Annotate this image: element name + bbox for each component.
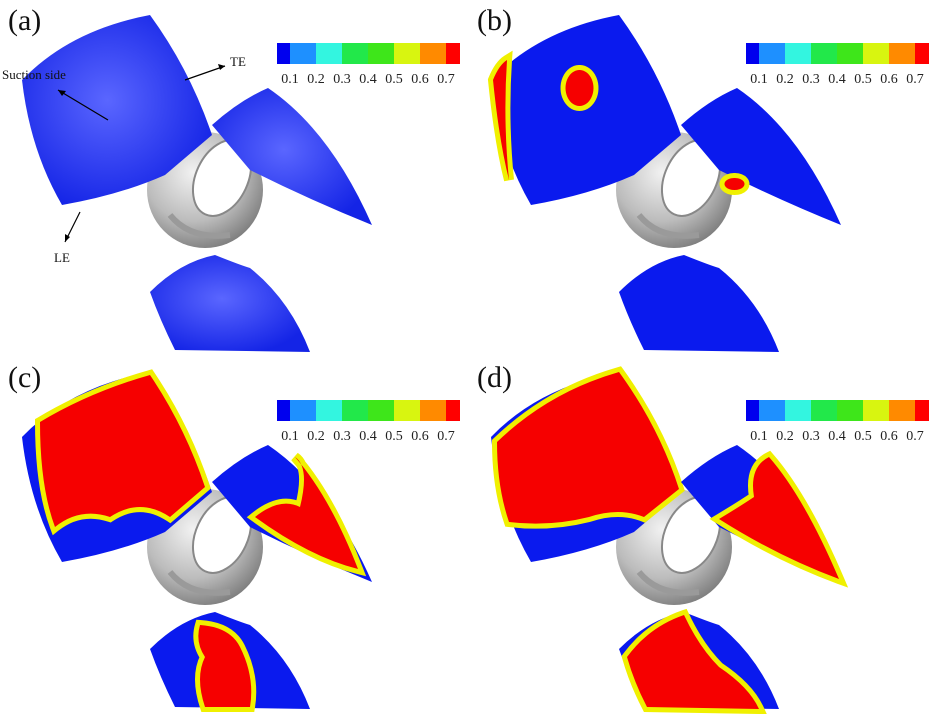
- colorbar-tick: 0.6: [880, 72, 898, 87]
- colorbar-tick: 0.1: [281, 72, 299, 87]
- colorbar-swatch: [342, 43, 368, 64]
- colorbar-swatch: [420, 43, 446, 64]
- colorbar-swatch: [915, 400, 929, 421]
- colorbar-tick: 0.7: [437, 429, 455, 444]
- colorbar-swatch: [446, 400, 460, 421]
- colorbar-tick: 0.5: [854, 72, 872, 87]
- blade-r: [681, 88, 841, 225]
- colorbar-swatch: [811, 43, 837, 64]
- colorbar-swatch: [837, 43, 863, 64]
- suction-side-label: Suction side: [2, 67, 66, 82]
- panel-d: (d) 0.1 0.2 0.3 0.4 0.5 0.6 0.7: [477, 361, 929, 714]
- cavity-region: [497, 372, 679, 524]
- panel-b: (b) 0.1 0.2 0.3 0.4 0.5 0.6 0.7: [477, 4, 929, 352]
- panel-label: (c): [8, 361, 41, 394]
- colorbar-tick: 0.4: [828, 72, 846, 87]
- blade-r: [212, 88, 372, 225]
- cavity-region: [493, 60, 509, 180]
- cavity-region: [255, 457, 358, 569]
- colorbar-tick: 0.4: [359, 72, 377, 87]
- colorbar-tick: 0.5: [854, 429, 872, 444]
- te-label: TE: [230, 54, 246, 69]
- colorbar-swatch: [342, 400, 368, 421]
- panel-a: (a) 0.1 0.2 0.3 0.4 0.5 0.6 0.7 Suction side TE LE: [2, 4, 460, 352]
- colorbar-tick: 0.5: [385, 72, 403, 87]
- colorbar-swatch: [811, 400, 837, 421]
- colorbar-tick: 0.5: [385, 429, 403, 444]
- colorbar-tick: 0.3: [333, 72, 351, 87]
- colorbar-swatch: [290, 400, 316, 421]
- colorbar-tick: 0.6: [411, 72, 429, 87]
- panel-label: (a): [8, 4, 41, 37]
- colorbar-tick: 0.1: [281, 429, 299, 444]
- colorbar-tick: 0.6: [411, 429, 429, 444]
- colorbar-tick: 0.1: [750, 429, 768, 444]
- colorbar-tick: 0.4: [828, 429, 846, 444]
- colorbar-swatch: [277, 400, 290, 421]
- colorbar-tick: 0.2: [307, 429, 325, 444]
- cavity-region: [198, 625, 252, 707]
- colorbar-tick: 0.3: [333, 429, 351, 444]
- colorbar-swatch: [915, 43, 929, 64]
- colorbar: 0.1 0.2 0.3 0.4 0.5 0.6 0.7: [277, 400, 460, 444]
- cavity-region: [565, 70, 594, 106]
- colorbar: 0.1 0.2 0.3 0.4 0.5 0.6 0.7: [746, 43, 929, 87]
- colorbar-tick: 0.2: [776, 72, 794, 87]
- blade-b: [150, 255, 310, 352]
- cavity-region: [724, 178, 745, 190]
- colorbar-swatch: [785, 400, 811, 421]
- colorbar-tick: 0.7: [437, 72, 455, 87]
- colorbar-swatch: [394, 400, 420, 421]
- cavity-region: [627, 615, 759, 709]
- colorbar-swatch: [290, 43, 316, 64]
- cavity-region: [719, 457, 839, 579]
- colorbar-swatch: [837, 400, 863, 421]
- colorbar: 0.1 0.2 0.3 0.4 0.5 0.6 0.7: [746, 400, 929, 444]
- colorbar-swatch: [277, 43, 290, 64]
- colorbar-swatch: [889, 43, 915, 64]
- colorbar-tick: 0.3: [802, 72, 820, 87]
- colorbar-swatch: [316, 43, 342, 64]
- colorbar-tick: 0.6: [880, 429, 898, 444]
- colorbar-swatch: [316, 400, 342, 421]
- panel-label: (b): [477, 4, 512, 37]
- colorbar: 0.1 0.2 0.3 0.4 0.5 0.6 0.7: [277, 43, 460, 87]
- le-label: LE: [54, 250, 70, 265]
- colorbar-swatch: [394, 43, 420, 64]
- colorbar-tick: 0.1: [750, 72, 768, 87]
- colorbar-swatch: [759, 43, 785, 64]
- blade-ul: [22, 15, 212, 205]
- blade-ul: [491, 15, 681, 205]
- colorbar-tick: 0.7: [906, 429, 924, 444]
- colorbar-swatch: [863, 400, 889, 421]
- blade-b: [619, 255, 779, 352]
- colorbar-swatch: [863, 43, 889, 64]
- colorbar-swatch: [746, 400, 759, 421]
- colorbar-swatch: [368, 400, 394, 421]
- panel-label: (d): [477, 361, 512, 394]
- colorbar-swatch: [746, 43, 759, 64]
- colorbar-tick: 0.4: [359, 429, 377, 444]
- colorbar-swatch: [785, 43, 811, 64]
- colorbar-tick: 0.3: [802, 429, 820, 444]
- colorbar-tick: 0.2: [776, 429, 794, 444]
- colorbar-swatch: [889, 400, 915, 421]
- colorbar-swatch: [446, 43, 460, 64]
- colorbar-swatch: [420, 400, 446, 421]
- colorbar-tick: 0.7: [906, 72, 924, 87]
- colorbar-tick: 0.2: [307, 72, 325, 87]
- colorbar-swatch: [368, 43, 394, 64]
- colorbar-swatch: [759, 400, 785, 421]
- panel-c: (c) 0.1 0.2 0.3 0.4 0.5 0.6 0.7: [8, 361, 460, 712]
- cavity-region: [40, 375, 205, 527]
